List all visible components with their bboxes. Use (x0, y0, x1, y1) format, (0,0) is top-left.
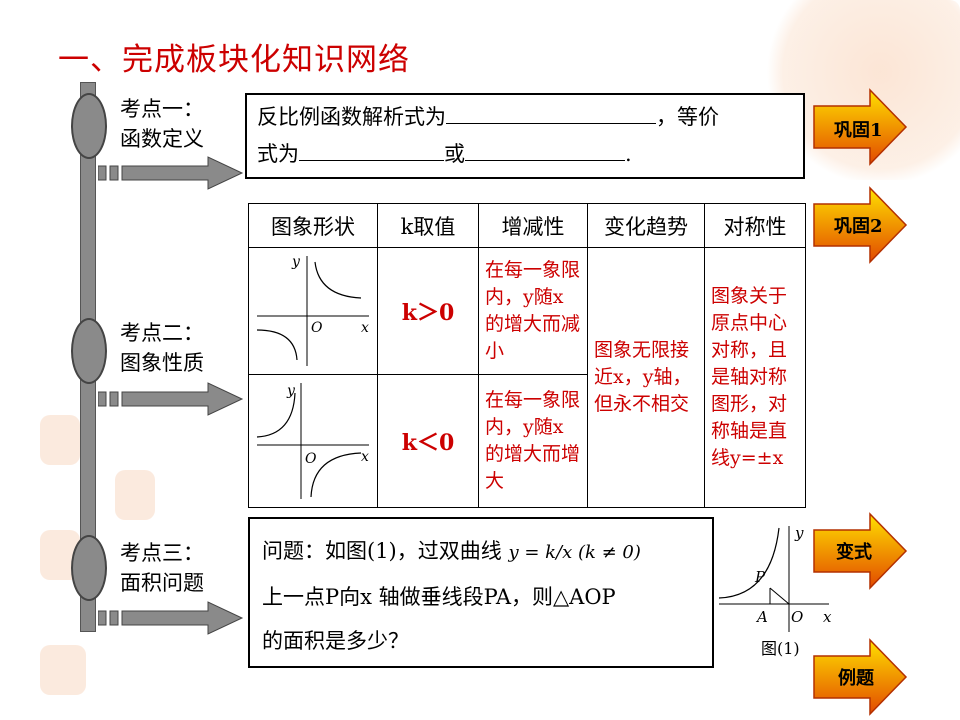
arrow-button-icon (813, 88, 908, 166)
axis-label: y (291, 254, 301, 270)
arrow-button-icon (813, 186, 908, 264)
origin-label: O (305, 451, 317, 467)
table-header: 图象形状 (248, 203, 378, 248)
watermark-seal (40, 645, 86, 695)
watermark-seal (115, 470, 155, 520)
table-header: k取值 (377, 203, 479, 248)
point-label-1: 考点一： 函数定义 (120, 97, 204, 151)
arrow-right-icon (98, 382, 244, 416)
example-button[interactable]: 例题 (812, 638, 908, 716)
k-value: k＞0 (377, 247, 479, 375)
figure-caption: 图(1) (761, 639, 800, 658)
monotonic-text: 在每一象限内，y随x的增大而增大 (478, 374, 588, 508)
point-label-3: 考点三： 面积问题 (120, 541, 204, 595)
hyperbola-positive-graph: y x O (256, 254, 369, 366)
axis-label: y (794, 524, 804, 542)
table-header: 变化趋势 (587, 203, 705, 248)
axis-label: x (361, 320, 369, 336)
point-label-2: 考点二： 图象性质 (120, 321, 204, 375)
consolidate-1-button[interactable]: 巩固1 (812, 88, 908, 166)
arrow-button-icon (813, 512, 908, 590)
timeline-node (71, 535, 107, 601)
figure-1: y x O P A 图(1) (718, 524, 832, 658)
axis-label: x (823, 608, 832, 626)
graph-cell: y x O (248, 374, 378, 508)
properties-table: 图象形状 k取值 增减性 变化趋势 对称性 y x O k＞0 在每一象限内，y… (248, 203, 806, 508)
timeline-node (71, 318, 107, 384)
graph-cell: y x O (248, 247, 378, 375)
symmetry-text: 图象关于原点中心对称，且是轴对称图形，对称轴是直线y=±x (704, 247, 806, 508)
axis-label: y (286, 383, 296, 399)
answer-blank[interactable] (446, 101, 656, 124)
monotonic-text: 在每一象限内，y随x的增大而减小 (478, 247, 588, 375)
table-header: 增减性 (478, 203, 588, 248)
hyperbola-formula: y = k/x (k ≠ 0) (508, 542, 641, 563)
page-title: 一、完成板块化知识网络 (58, 42, 410, 78)
arrow-right-icon (98, 156, 244, 190)
axis-label: x (361, 449, 369, 465)
arrow-right-icon (98, 601, 244, 635)
point-label: A (755, 608, 768, 626)
point-label: P (754, 568, 766, 586)
definition-box: 反比例函数解析式为，等价 式为或. (245, 93, 805, 179)
table-header: 对称性 (704, 203, 806, 248)
answer-blank[interactable] (299, 138, 444, 161)
origin-label: O (311, 320, 323, 336)
variant-button[interactable]: 变式 (812, 512, 908, 590)
answer-blank[interactable] (465, 138, 625, 161)
k-value: k＜0 (377, 374, 479, 508)
origin-label: O (791, 608, 803, 626)
consolidate-2-button[interactable]: 巩固2 (812, 186, 908, 264)
trend-text: 图象无限接近x，y轴，但永不相交 (587, 247, 705, 508)
hyperbola-negative-graph: y x O (256, 383, 369, 499)
arrow-button-icon (813, 638, 908, 716)
watermark-seal (40, 415, 80, 465)
timeline-node (71, 93, 107, 159)
area-question-box: 问题：如图(1)，过双曲线 y = k/x (k ≠ 0) 上一点P向x 轴做垂… (248, 517, 714, 668)
